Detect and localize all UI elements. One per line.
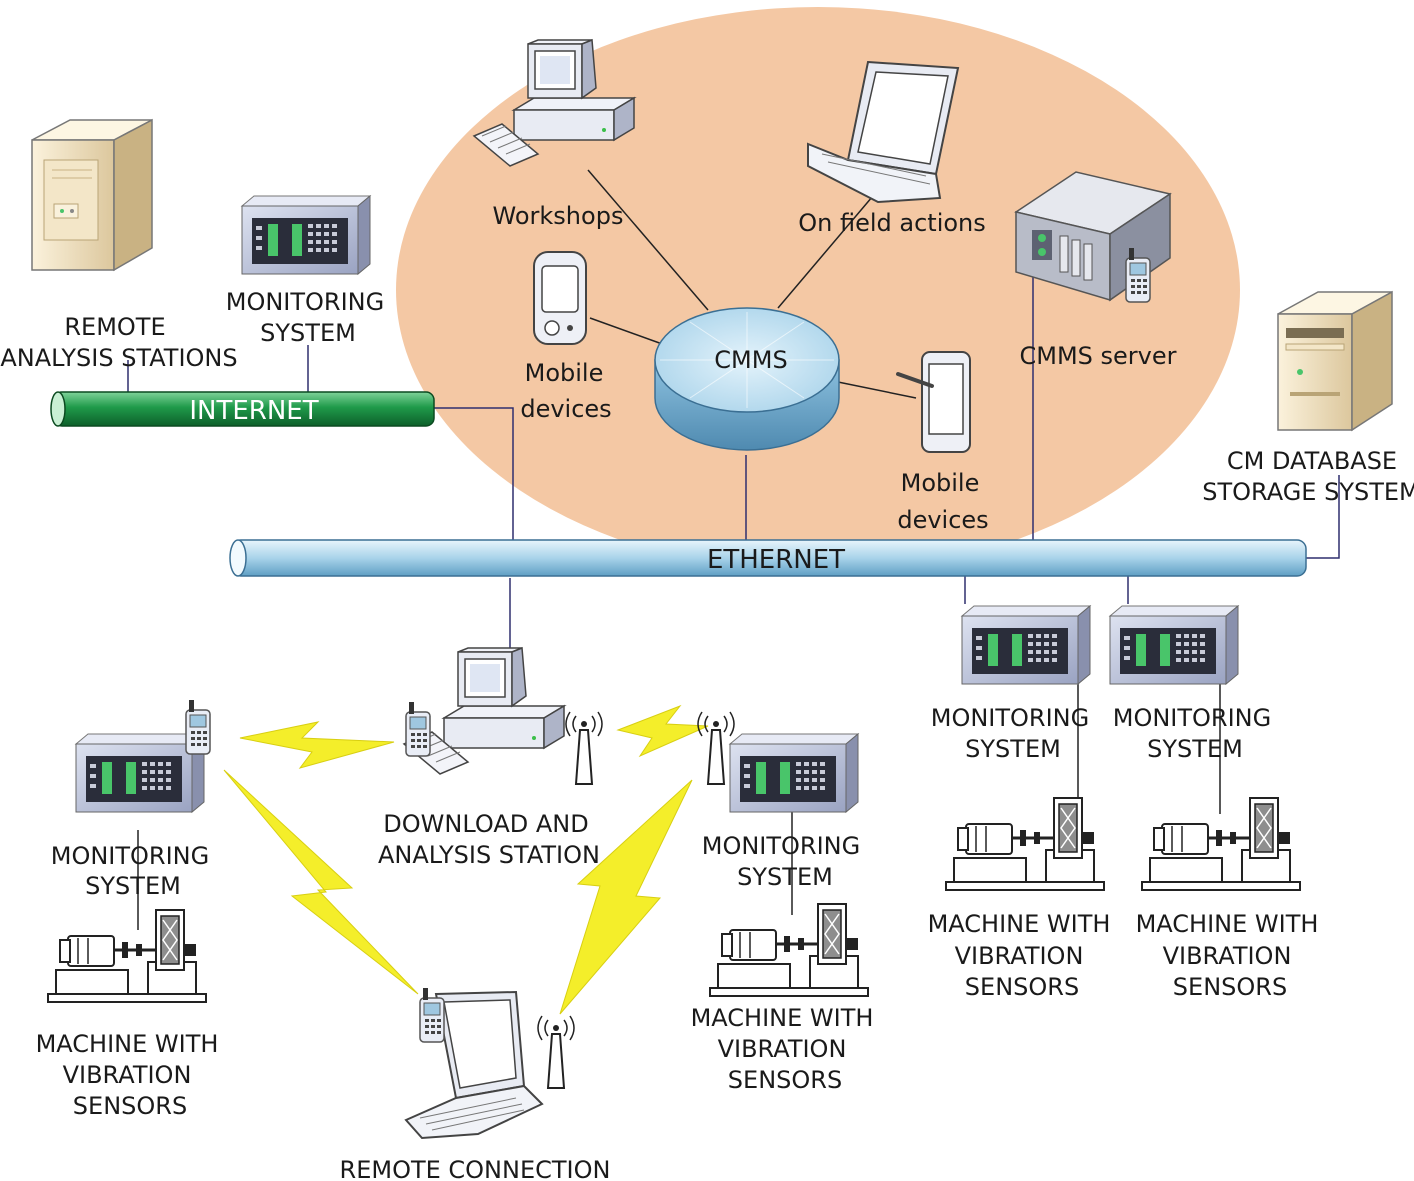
internet-label: INTERNET xyxy=(189,396,318,426)
machine-left-label-3: SENSORS xyxy=(73,1092,187,1120)
remote-analysis-label-1: REMOTE xyxy=(64,313,165,341)
monitoring-system-left-rack-icon xyxy=(75,733,205,813)
monitoring-system-top-rack-icon xyxy=(241,195,371,275)
monitoring-top-label-1: MONITORING xyxy=(226,288,384,316)
ethernet-label: ETHERNET xyxy=(707,545,845,575)
on-field-laptop-icon xyxy=(807,60,960,204)
monitoring-mid-label-1: MONITORING xyxy=(702,832,860,860)
machine-mid-icon xyxy=(708,902,870,998)
machine-mid-label-2: VIBRATION xyxy=(718,1035,847,1063)
download-station-phone-icon xyxy=(405,701,431,757)
monitoring-r2-label-1: MONITORING xyxy=(1113,704,1271,732)
monitoring-system-mid-rack-icon xyxy=(729,733,859,813)
download-station-label-2: ANALYSIS STATION xyxy=(378,841,600,869)
monitoring-system-r2-rack-icon xyxy=(1109,605,1239,685)
remote-connection-label: REMOTE CONNECTION xyxy=(340,1156,611,1181)
monitoring-r2-label-2: SYSTEM xyxy=(1147,735,1243,763)
download-station-antenna-icon xyxy=(565,711,603,785)
server-tower-icon xyxy=(31,119,153,271)
machine-r2-label-2: VIBRATION xyxy=(1163,942,1292,970)
monitoring-r1-label-1: MONITORING xyxy=(931,704,1089,732)
machine-r2-label-1: MACHINE WITH xyxy=(1136,910,1319,938)
cmms-server-label: CMMS server xyxy=(1019,342,1176,370)
machine-left-icon xyxy=(46,908,208,1004)
monitoring-mid-label-2: SYSTEM xyxy=(737,863,833,891)
cm-database-label-1: CM DATABASE xyxy=(1227,447,1397,475)
wireless-link-icon xyxy=(223,704,709,1015)
cmms-label: CMMS xyxy=(714,346,787,374)
monitoring-r1-label-2: SYSTEM xyxy=(965,735,1061,763)
monitoring-system-r1-rack-icon xyxy=(961,605,1091,685)
machine-mid-label-1: MACHINE WITH xyxy=(691,1004,874,1032)
machine-left-label-2: VIBRATION xyxy=(63,1061,192,1089)
tablet-icon xyxy=(896,351,971,453)
workshops-label: Workshops xyxy=(493,202,624,230)
machine-r2-icon xyxy=(1140,796,1302,892)
remote-analysis-label-2: ANALYSIS STATIONS xyxy=(0,344,237,372)
monitoring-left-label-2: SYSTEM xyxy=(85,872,181,900)
mobile-devices-right-label-1: Mobile xyxy=(901,469,980,497)
cmms-zone-cloud xyxy=(396,7,1240,573)
pda-icon xyxy=(533,251,587,345)
machine-r1-icon xyxy=(944,796,1106,892)
mobile-devices-left-label-2: devices xyxy=(520,395,611,423)
machine-mid-label-3: SENSORS xyxy=(728,1066,842,1094)
machine-r1-label-3: SENSORS xyxy=(965,973,1079,1001)
machine-r1-label-2: VIBRATION xyxy=(955,942,1084,970)
monitoring-top-label-2: SYSTEM xyxy=(260,319,356,347)
cmms-database-disc-icon xyxy=(654,307,840,451)
database-storage-tower-icon xyxy=(1277,290,1393,432)
mobile-devices-right-label-2: devices xyxy=(897,506,988,534)
download-station-label-1: DOWNLOAD AND xyxy=(383,810,588,838)
cm-database-label-2: STORAGE SYSTEM xyxy=(1202,478,1414,506)
monitoring-left-label-1: MONITORING xyxy=(51,842,209,870)
ethernet-pipe: ETHERNET xyxy=(229,539,1307,577)
mobile-devices-left-label-1: Mobile xyxy=(525,359,604,387)
machine-left-label-1: MACHINE WITH xyxy=(36,1030,219,1058)
internet-pipe: INTERNET xyxy=(50,391,435,427)
monitoring-mid-antenna-icon xyxy=(697,711,735,785)
machine-r1-label-1: MACHINE WITH xyxy=(928,910,1111,938)
rack-server-icon xyxy=(1014,171,1172,302)
monitoring-left-phone-icon xyxy=(185,699,211,755)
machine-r2-label-3: SENSORS xyxy=(1173,973,1287,1001)
connection-lines xyxy=(127,169,1340,930)
remote-connection-antenna-icon xyxy=(537,1015,575,1089)
on-field-actions-label: On field actions xyxy=(798,209,986,237)
